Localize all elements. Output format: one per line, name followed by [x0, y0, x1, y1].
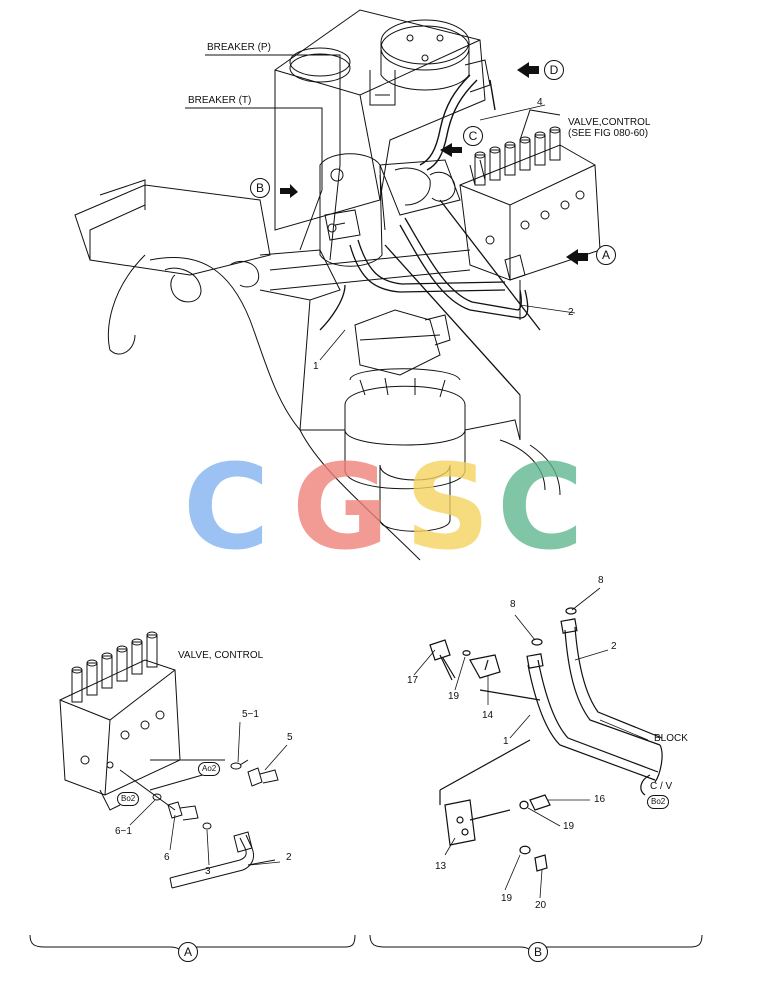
- detail-title-b: B: [528, 942, 548, 962]
- watermark-letter-c2: C: [497, 438, 584, 576]
- view-marker-b: B: [250, 178, 270, 198]
- arrow-d-icon: [517, 62, 539, 78]
- part-num-6: 6: [164, 852, 170, 863]
- machine-frame: [74, 179, 471, 431]
- part-num-3: 3: [205, 866, 211, 877]
- view-marker-c: C: [463, 126, 483, 146]
- label-valve-control-detail: VALVE, CONTROL: [178, 650, 264, 661]
- part-num-20: 20: [535, 900, 547, 911]
- part-num-1-main: 1: [313, 361, 319, 372]
- label-valve-control: VALVE,CONTROL: [568, 117, 651, 128]
- part-num-17: 17: [407, 675, 419, 686]
- part-num-4-main: 4: [537, 97, 543, 108]
- control-valve-detail-a: [59, 631, 225, 811]
- lower-pipes: [319, 199, 541, 396]
- arrow-a-icon: [566, 249, 588, 265]
- part-num-16: 16: [594, 794, 606, 805]
- part-num-13: 13: [435, 861, 447, 872]
- label-cv: C / V: [650, 781, 673, 792]
- label-block: BLOCK: [654, 733, 688, 744]
- breaker-lines: [185, 54, 341, 261]
- detail-title-a: A: [178, 942, 198, 962]
- swing-motor: [299, 309, 561, 561]
- label-breaker-p: BREAKER (P): [207, 42, 271, 53]
- hoses-top: [419, 74, 496, 171]
- part-num-8-left: 8: [510, 599, 516, 610]
- arrow-c-icon: [440, 143, 462, 157]
- center-joint: [319, 153, 461, 267]
- part-num-8-right: 8: [598, 575, 604, 586]
- leader-lines-main: [319, 104, 576, 361]
- detail-a-parts: [152, 759, 279, 889]
- part-num-5-1: 5−1: [242, 709, 259, 720]
- direction-arrows: [280, 62, 588, 265]
- part-num-5: 5: [287, 732, 293, 743]
- label-see-fig: (SEE FIG 080-60): [568, 128, 649, 139]
- port-bo2-left: Bo2: [117, 792, 140, 806]
- label-breaker-t: BREAKER (T): [188, 95, 252, 106]
- part-num-2-detail-a: 2: [286, 852, 292, 863]
- port-bo2-right: Bo2: [647, 795, 670, 809]
- port-ao2: Ao2: [198, 762, 221, 776]
- part-num-19-bottom: 19: [501, 893, 513, 904]
- part-num-19-mid: 19: [563, 821, 575, 832]
- detail-b-parts: [429, 607, 663, 872]
- view-marker-d: D: [544, 60, 564, 80]
- part-num-19-top: 19: [448, 691, 460, 702]
- part-num-2-main: 2: [568, 307, 574, 318]
- part-num-1-detail-b: 1: [503, 736, 509, 747]
- part-num-14: 14: [482, 710, 494, 721]
- part-num-2-detail-b: 2: [611, 641, 617, 652]
- part-num-6-1: 6−1: [115, 826, 132, 837]
- leader-lines-details: [129, 587, 649, 899]
- arrow-b-icon: [280, 184, 298, 198]
- hydraulic-tank: [274, 9, 491, 231]
- watermark-letter-s: S: [405, 438, 490, 576]
- detail-brackets: [29, 934, 703, 953]
- watermark-letter-g: G: [292, 438, 389, 576]
- watermark-letter-c1: C: [183, 438, 270, 576]
- view-marker-a: A: [596, 245, 616, 265]
